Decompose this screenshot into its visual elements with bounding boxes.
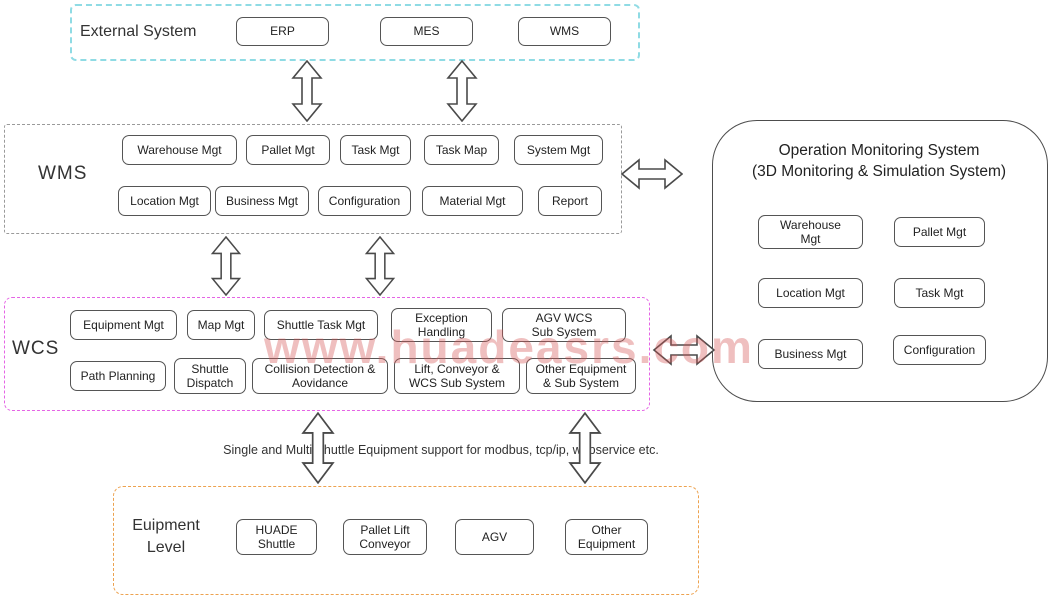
external-box-mes: MES <box>380 17 473 46</box>
external-system-label: External System <box>80 23 197 40</box>
wcs-box-shuttle-task-mgt: Shuttle Task Mgt <box>264 310 378 340</box>
wcs-box-lift-conveyor-subsystem: Lift, Conveyor & WCS Sub System <box>394 358 520 394</box>
wms-label: WMS <box>38 163 88 184</box>
double-arrow-vertical-icon <box>301 412 335 484</box>
double-arrow-vertical-icon <box>291 60 323 122</box>
wcs-box-other-equipment-subsystem: Other Equipment & Sub System <box>526 358 636 394</box>
wcs-box-shuttle-dispatch: Shuttle Dispatch <box>174 358 246 394</box>
equipment-box-huade-shuttle: HUADE Shuttle <box>236 519 317 555</box>
monitoring-box-warehouse-mgt: Warehouse Mgt <box>758 215 863 249</box>
wcs-box-collision-detection: Collision Detection & Aovidance <box>252 358 388 394</box>
wcs-label: WCS <box>12 338 60 359</box>
wms-box-system-mgt: System Mgt <box>514 135 603 165</box>
wcs-box-exception-handling: Exception Handling <box>391 308 492 342</box>
wcs-box-agv-wcs-subsystem: AGV WCS Sub System <box>502 308 626 342</box>
equipment-level-label: Euipment Level <box>132 517 200 557</box>
equipment-box-pallet-lift-conveyor: Pallet Lift Conveyor <box>343 519 427 555</box>
monitoring-box-location-mgt: Location Mgt <box>758 278 863 308</box>
double-arrow-vertical-icon <box>364 236 396 296</box>
double-arrow-vertical-icon <box>210 236 242 296</box>
monitoring-box-task-mgt: Task Mgt <box>894 278 985 308</box>
equipment-box-agv: AGV <box>455 519 534 555</box>
wcs-box-equipment-mgt: Equipment Mgt <box>70 310 177 340</box>
monitoring-title: Operation Monitoring System (3D Monitori… <box>722 141 1036 183</box>
wms-box-task-mgt: Task Mgt <box>340 135 411 165</box>
monitoring-title-line1: Operation Monitoring System <box>778 142 980 159</box>
wcs-box-map-mgt: Map Mgt <box>187 310 255 340</box>
equipment-box-other-equipment: Other Equipment <box>565 519 648 555</box>
external-box-wms: WMS <box>518 17 611 46</box>
wms-box-configuration: Configuration <box>318 186 411 216</box>
wms-box-material-mgt: Material Mgt <box>422 186 523 216</box>
wms-box-task-map: Task Map <box>424 135 499 165</box>
protocol-support-note: Single and Multi Shuttle Equipment suppo… <box>223 443 659 457</box>
monitoring-box-business-mgt: Business Mgt <box>758 339 863 369</box>
wcs-box-path-planning: Path Planning <box>70 361 166 391</box>
wms-box-report: Report <box>538 186 602 216</box>
double-arrow-vertical-icon <box>568 412 602 484</box>
double-arrow-vertical-icon <box>446 60 478 122</box>
wms-box-pallet-mgt: Pallet Mgt <box>246 135 330 165</box>
wms-box-location-mgt: Location Mgt <box>118 186 211 216</box>
monitoring-box-pallet-mgt: Pallet Mgt <box>894 217 985 247</box>
wms-box-business-mgt: Business Mgt <box>215 186 309 216</box>
external-box-erp: ERP <box>236 17 329 46</box>
wms-box-warehouse-mgt: Warehouse Mgt <box>122 135 237 165</box>
double-arrow-horizontal-icon <box>652 334 716 366</box>
monitoring-box-configuration: Configuration <box>893 335 986 365</box>
double-arrow-horizontal-icon <box>621 158 683 190</box>
monitoring-title-line2: (3D Monitoring & Simulation System) <box>751 162 1007 180</box>
